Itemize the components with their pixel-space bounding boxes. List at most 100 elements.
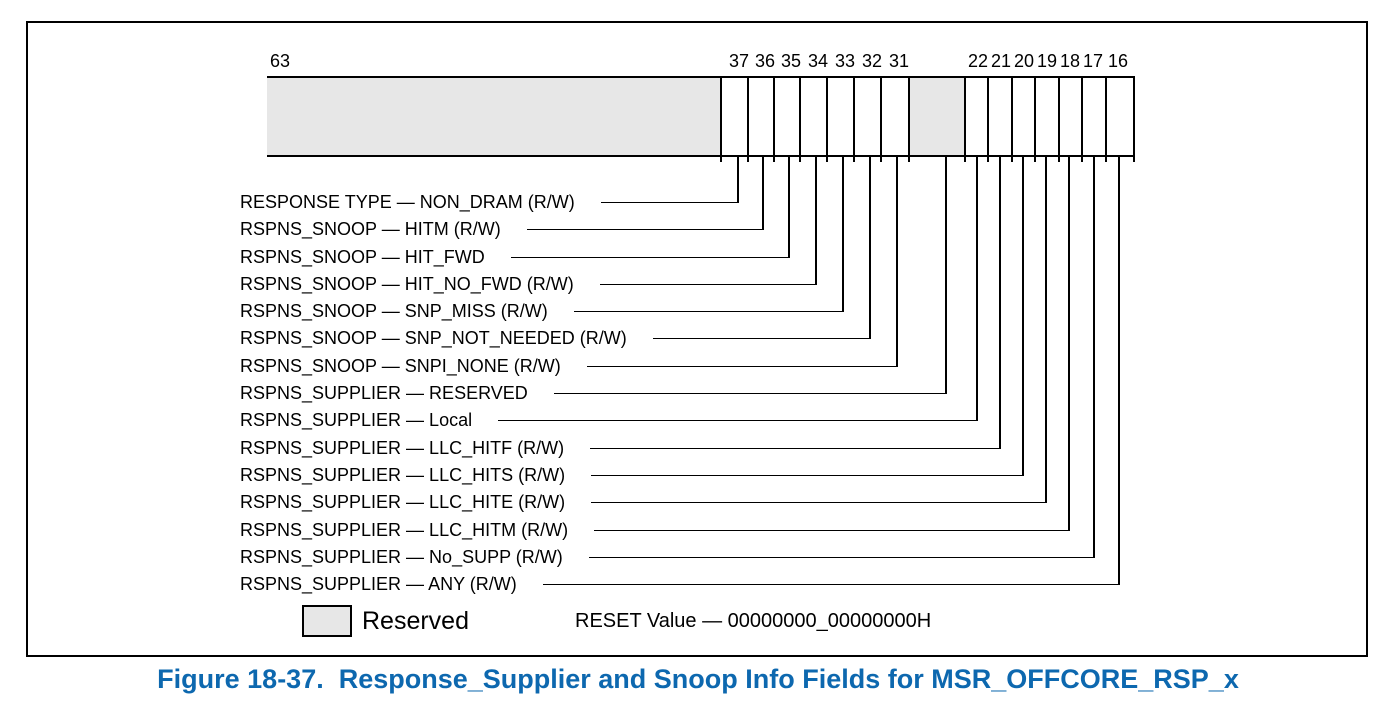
- boundary-tick: [908, 157, 910, 162]
- bit-number: 37: [728, 51, 750, 71]
- boundary-tick: [1081, 157, 1083, 162]
- leader-line: [588, 556, 1095, 558]
- reserved-legend-swatch: [302, 605, 352, 637]
- field-row: RSPNS_SNOOP — SNP_MISS (R/W): [240, 297, 844, 325]
- bit-number: 20: [1013, 51, 1035, 71]
- boundary-tick: [747, 157, 749, 162]
- drop-line: [1118, 157, 1120, 585]
- field-row: RSPNS_SUPPLIER — RESERVED: [240, 379, 947, 407]
- field-row: RSPNS_SNOOP — HIT_FWD: [240, 243, 790, 271]
- cell-divider: [1105, 78, 1107, 155]
- bit-number: 21: [990, 51, 1012, 71]
- figure-caption: Figure 18-37. Response_Supplier and Snoo…: [157, 664, 1239, 694]
- field-label: RESPONSE TYPE — NON_DRAM (R/W): [240, 192, 575, 212]
- field-row: RSPNS_SUPPLIER — ANY (R/W): [240, 570, 1120, 598]
- drop-line: [945, 157, 947, 394]
- boundary-tick: [987, 157, 989, 162]
- field-label: RSPNS_SUPPLIER — LLC_HITF (R/W): [240, 438, 565, 458]
- leader-line: [586, 365, 898, 367]
- cell-divider: [853, 78, 855, 155]
- leader-line: [591, 501, 1047, 503]
- field-row: RSPNS_SUPPLIER — LLC_HITF (R/W): [240, 434, 1001, 462]
- drop-line: [1093, 157, 1095, 558]
- field-label: RSPNS_SNOOP — HIT_FWD: [240, 247, 485, 267]
- cell-divider: [720, 78, 722, 155]
- cell-divider: [908, 78, 910, 155]
- cell-divider: [747, 78, 749, 155]
- cell-divider: [1011, 78, 1013, 155]
- boundary-tick: [826, 157, 828, 162]
- field-label: RSPNS_SNOOP — SNP_MISS (R/W): [240, 301, 548, 321]
- leader-line: [591, 474, 1024, 476]
- bit-number: 33: [834, 51, 856, 71]
- boundary-tick: [773, 157, 775, 162]
- drop-line: [815, 157, 817, 285]
- reset-value-text: RESET Value — 00000000_00000000H: [575, 610, 932, 632]
- field-label: RSPNS_SUPPLIER — RESERVED: [240, 383, 528, 403]
- leader-line: [553, 392, 947, 394]
- bit-number: 32: [861, 51, 883, 71]
- leader-line: [599, 283, 817, 285]
- register-box: [267, 76, 1135, 157]
- cell-divider: [1034, 78, 1036, 155]
- cell-divider: [799, 78, 801, 155]
- bit-number: 36: [754, 51, 776, 71]
- field-row: RSPNS_SUPPLIER — Local: [240, 406, 978, 434]
- reserved-region: [910, 78, 965, 155]
- boundary-tick: [880, 157, 882, 162]
- field-label: RSPNS_SUPPLIER — ANY (R/W): [240, 574, 517, 594]
- bit-number: 18: [1059, 51, 1081, 71]
- leader-line: [498, 419, 978, 421]
- drop-line: [1045, 157, 1047, 503]
- cell-divider: [1058, 78, 1060, 155]
- bit-63-label: 63: [270, 51, 291, 71]
- drop-line: [896, 157, 898, 367]
- drop-line: [1068, 157, 1070, 531]
- drop-line: [999, 157, 1001, 449]
- cell-divider: [826, 78, 828, 155]
- cell-divider: [987, 78, 989, 155]
- field-label: RSPNS_SNOOP — SNPI_NONE (R/W): [240, 356, 561, 376]
- boundary-tick: [853, 157, 855, 162]
- cell-divider: [964, 78, 966, 155]
- leader-line: [542, 583, 1120, 585]
- leader-line: [600, 201, 739, 203]
- drop-line: [842, 157, 844, 312]
- field-row: RSPNS_SUPPLIER — LLC_HITM (R/W): [240, 516, 1070, 544]
- field-row: RSPNS_SNOOP — SNP_NOT_NEEDED (R/W): [240, 324, 871, 352]
- cell-divider: [880, 78, 882, 155]
- field-row: RSPNS_SUPPLIER — LLC_HITE (R/W): [240, 488, 1047, 516]
- boundary-tick: [720, 157, 722, 162]
- drop-line: [737, 157, 739, 203]
- boundary-tick: [1011, 157, 1013, 162]
- field-row: RSPNS_SNOOP — SNPI_NONE (R/W): [240, 352, 898, 380]
- leader-line: [590, 447, 1001, 449]
- bit-number: 34: [807, 51, 829, 71]
- leader-line: [573, 310, 844, 312]
- field-row: RESPONSE TYPE — NON_DRAM (R/W): [240, 188, 739, 216]
- cell-divider: [1081, 78, 1083, 155]
- field-label: RSPNS_SUPPLIER — LLC_HITS (R/W): [240, 465, 566, 485]
- reserved-region: [267, 78, 721, 155]
- leader-line: [526, 228, 764, 230]
- drop-line: [762, 157, 764, 230]
- field-label: RSPNS_SUPPLIER — Local: [240, 410, 473, 430]
- boundary-tick: [1058, 157, 1060, 162]
- field-label: RSPNS_SNOOP — SNP_NOT_NEEDED (R/W): [240, 328, 627, 348]
- cell-divider: [773, 78, 775, 155]
- boundary-tick: [799, 157, 801, 162]
- boundary-tick: [1105, 157, 1107, 162]
- field-row: RSPNS_SNOOP — HITM (R/W): [240, 215, 764, 243]
- boundary-tick: [964, 157, 966, 162]
- field-label: RSPNS_SNOOP — HITM (R/W): [240, 219, 501, 239]
- field-label: RSPNS_SUPPLIER — LLC_HITE (R/W): [240, 492, 566, 512]
- bit-number: 17: [1082, 51, 1104, 71]
- boundary-tick: [1133, 157, 1135, 162]
- field-label: RSPNS_SNOOP — HIT_NO_FWD (R/W): [240, 274, 574, 294]
- reserved-legend-label: Reserved: [362, 607, 469, 635]
- bit-number: 16: [1107, 51, 1129, 71]
- drop-line: [869, 157, 871, 339]
- field-label: RSPNS_SUPPLIER — LLC_HITM (R/W): [240, 520, 569, 540]
- field-label: RSPNS_SUPPLIER — No_SUPP (R/W): [240, 547, 563, 567]
